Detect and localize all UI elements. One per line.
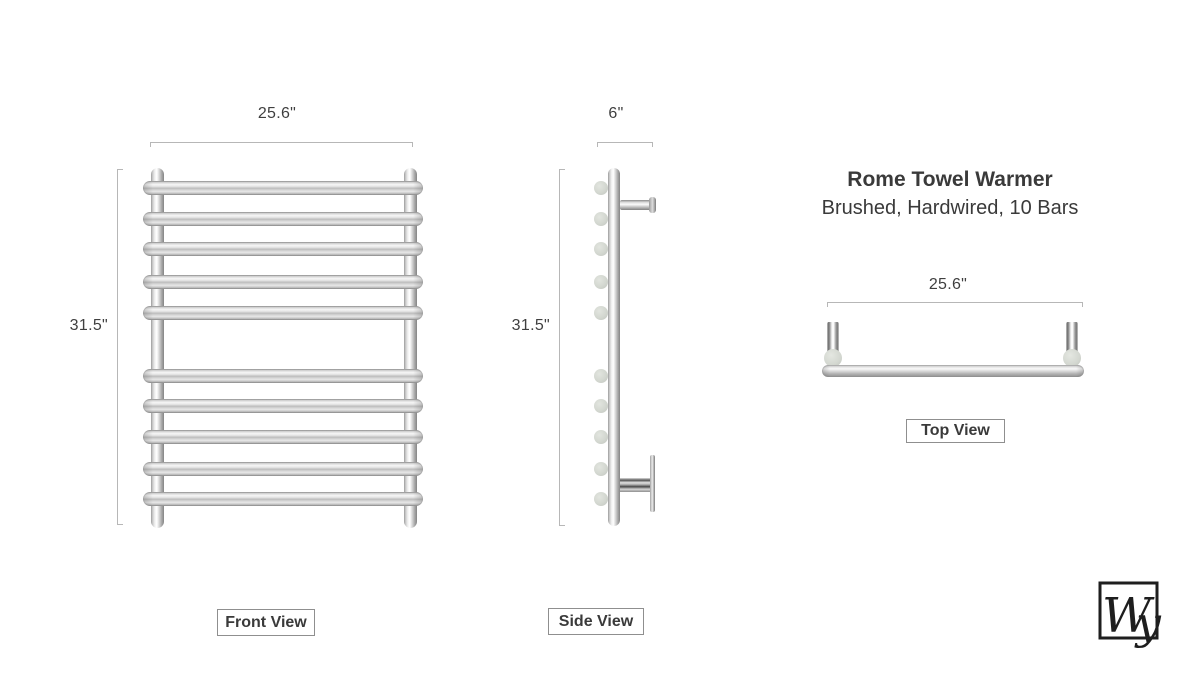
side-bar-end: [594, 368, 608, 383]
top-left-mount-post: [827, 322, 839, 354]
top-view-bar: [822, 365, 1084, 377]
front-height-dim-line: [117, 169, 118, 525]
top-left-mount-ball: [824, 349, 842, 367]
product-subtitle: Brushed, Hardwired, 10 Bars: [821, 197, 1079, 219]
side-depth-dimension: 6": [608, 105, 624, 122]
front-towel-bar: [143, 492, 423, 506]
front-towel-bar: [143, 368, 423, 383]
side-lower-wall-bracket-arm: [620, 478, 651, 492]
product-title-block: Rome Towel Warmer Brushed, Hardwired, 10…: [822, 167, 1079, 223]
side-height-dimension: 31.5": [511, 317, 550, 334]
front-towel-bar: [143, 242, 423, 256]
side-depth-dim-tick-left: [597, 142, 598, 147]
logo-letter-w: W: [1102, 588, 1155, 644]
side-bar-end: [594, 211, 608, 226]
side-bar-end: [594, 429, 608, 444]
side-bar-end: [594, 399, 608, 413]
logo-letter-y: y: [1134, 598, 1162, 649]
brand-logo: W y: [1098, 581, 1162, 649]
front-towel-bar: [143, 274, 423, 289]
front-height-dimension: 31.5": [69, 317, 108, 334]
front-view-label-text: Front View: [225, 613, 307, 631]
top-width-dim-tick-left: [827, 302, 828, 307]
side-bar-end: [594, 461, 608, 476]
front-towel-bar: [143, 306, 423, 320]
side-lower-wall-bracket-plate: [650, 455, 655, 512]
front-height-dim-tick-bottom: [117, 524, 123, 525]
side-height-dim-tick-top: [559, 169, 565, 170]
top-right-mount-post: [1066, 322, 1078, 354]
top-view-label-text: Top View: [921, 422, 990, 439]
side-bar-end: [594, 306, 608, 320]
side-depth-dim-line: [597, 142, 653, 143]
top-width-dimension: 25.6": [928, 276, 968, 293]
top-width-dim-tick-right: [1082, 302, 1083, 307]
product-title: Rome Towel Warmer: [847, 168, 1053, 191]
front-width-dimension: 25.6": [257, 105, 297, 122]
front-width-dim-tick-left: [150, 142, 151, 147]
side-depth-dim-tick-right: [652, 142, 653, 147]
side-bar-end: [594, 274, 608, 289]
top-right-mount-ball: [1063, 349, 1081, 367]
front-towel-bar: [143, 211, 423, 226]
side-bar-end: [594, 242, 608, 256]
top-view-label: Top View: [906, 419, 1005, 443]
side-upper-wall-bracket-cap: [649, 197, 656, 213]
front-width-dim-line: [150, 142, 413, 143]
top-width-dim-line: [827, 302, 1083, 303]
side-bar-end: [594, 492, 608, 506]
front-view-label: Front View: [217, 609, 315, 636]
side-height-dim-tick-bottom: [559, 525, 565, 526]
side-view-label-text: Side View: [558, 612, 634, 630]
logo-square: [1098, 581, 1159, 640]
front-towel-bar: [143, 181, 423, 195]
side-upper-wall-bracket-arm: [620, 200, 651, 210]
side-height-dim-line: [559, 169, 560, 526]
front-width-dim-tick-right: [412, 142, 413, 147]
front-height-dim-tick-top: [117, 169, 123, 170]
side-bar-end: [594, 181, 608, 195]
front-towel-bar: [143, 399, 423, 413]
side-upright: [608, 168, 620, 526]
front-towel-bar: [143, 429, 423, 444]
side-view-label: Side View: [548, 608, 644, 635]
front-towel-bar: [143, 461, 423, 476]
